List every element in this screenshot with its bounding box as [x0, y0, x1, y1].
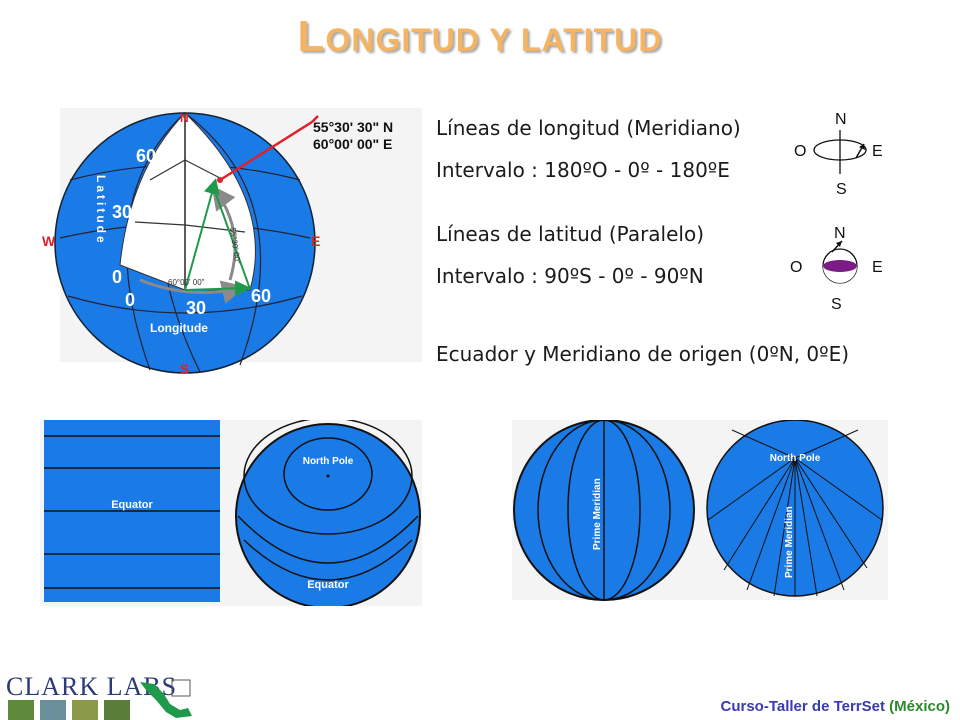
- longitude-lines-text: Líneas de longitud (Meridiano): [436, 116, 741, 140]
- north-pole-label-1: North Pole: [303, 456, 354, 467]
- lat-60-label: 60: [136, 146, 156, 166]
- compass-lat-s: S: [831, 296, 842, 313]
- latitude-word: Latitude: [94, 175, 108, 246]
- lat-0-label: 0: [112, 267, 122, 287]
- compass-lon-o: O: [794, 143, 806, 160]
- coord-lon-label: 60°00' 00" E: [313, 136, 392, 152]
- page-title: LONGITUD Y LATITUD: [297, 12, 663, 61]
- footer-text: Curso-Taller de TerrSet (México): [720, 698, 951, 715]
- compass-lon-n: N: [835, 111, 847, 128]
- angle-lon-label: 60°00' 00": [168, 278, 205, 287]
- meridians-globes: Prime Meridian North Pole Prime Meridian: [513, 420, 884, 601]
- red-pointer-line: [219, 120, 313, 182]
- dir-w-label: W: [42, 233, 56, 249]
- compass-lon-e: E: [872, 143, 883, 160]
- equator-meridian-text: Ecuador y Meridiano de origen (0ºN, 0ºE): [436, 342, 850, 366]
- dir-e-label: E: [311, 233, 320, 249]
- compass-diagrams: N O E S N O E S: [790, 111, 883, 313]
- compass-lat-e: E: [872, 259, 883, 276]
- mexico-map-logo: [140, 679, 192, 718]
- equator-label-1: Equator: [111, 499, 153, 511]
- lon-60-label: 60: [251, 286, 271, 306]
- lon-0-label: 0: [125, 290, 135, 310]
- latitude-interval-text: Intervalo : 90ºS - 0º - 90ºN: [436, 264, 704, 288]
- latitude-lines-text: Líneas de latitud (Paralelo): [436, 222, 705, 246]
- compass-lon-s: S: [836, 181, 847, 198]
- logo-tile-2: [40, 700, 66, 720]
- lat-30-label: 30: [112, 202, 132, 222]
- prime-meridian-label-1: Prime Meridian: [592, 478, 603, 550]
- north-pole-globe: [235, 423, 421, 606]
- logo-tile-4: [104, 700, 130, 720]
- logo-tile-1: [8, 700, 34, 720]
- coord-lat-label: 55°30' 30" N: [313, 119, 393, 135]
- compass-lat-n: N: [834, 225, 846, 242]
- longitude-word: Longitude: [150, 321, 208, 335]
- parallels-globes: Equator North Pole Equator: [44, 420, 421, 606]
- longitude-interval-text: Intervalo : 180ºO - 0º - 180ºE: [436, 158, 730, 182]
- dir-s-label: S: [180, 361, 189, 377]
- compass-lat-o: O: [790, 259, 802, 276]
- north-pole-label-2: North Pole: [770, 453, 821, 464]
- logo-tile-3: [72, 700, 98, 720]
- lon-30-label: 30: [186, 298, 206, 318]
- equator-label-2: Equator: [307, 579, 349, 591]
- dir-n-label: N: [180, 111, 189, 125]
- prime-meridian-label-2: Prime Meridian: [784, 506, 795, 578]
